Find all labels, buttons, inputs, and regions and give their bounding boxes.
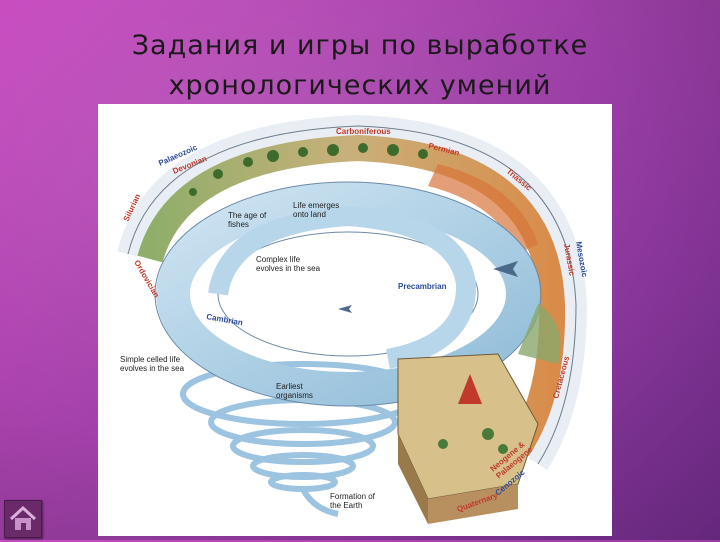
home-button[interactable]: [4, 500, 42, 538]
label-precambrian: Precambrian: [398, 282, 447, 291]
home-icon: [9, 505, 37, 530]
landscape-band: [137, 134, 566, 457]
geologic-time-spiral-figure: Carboniferous Permian Palaeozoic Devonia…: [98, 104, 612, 536]
slide-title: Задания и игры по выработке хронологичес…: [0, 26, 720, 106]
outer-time-band: [117, 114, 588, 470]
label-carboniferous: Carboniferous: [336, 127, 391, 136]
spiral-illustration: Carboniferous Permian Palaeozoic Devonia…: [117, 114, 590, 524]
title-line-1: Задания и игры по выработке: [131, 30, 589, 61]
inner-sea-ring: [154, 181, 542, 407]
era-labels: Carboniferous Permian Palaeozoic Devonia…: [122, 127, 590, 514]
cross-section-block: [397, 304, 561, 524]
title-line-2: хронологических умений: [168, 70, 552, 101]
